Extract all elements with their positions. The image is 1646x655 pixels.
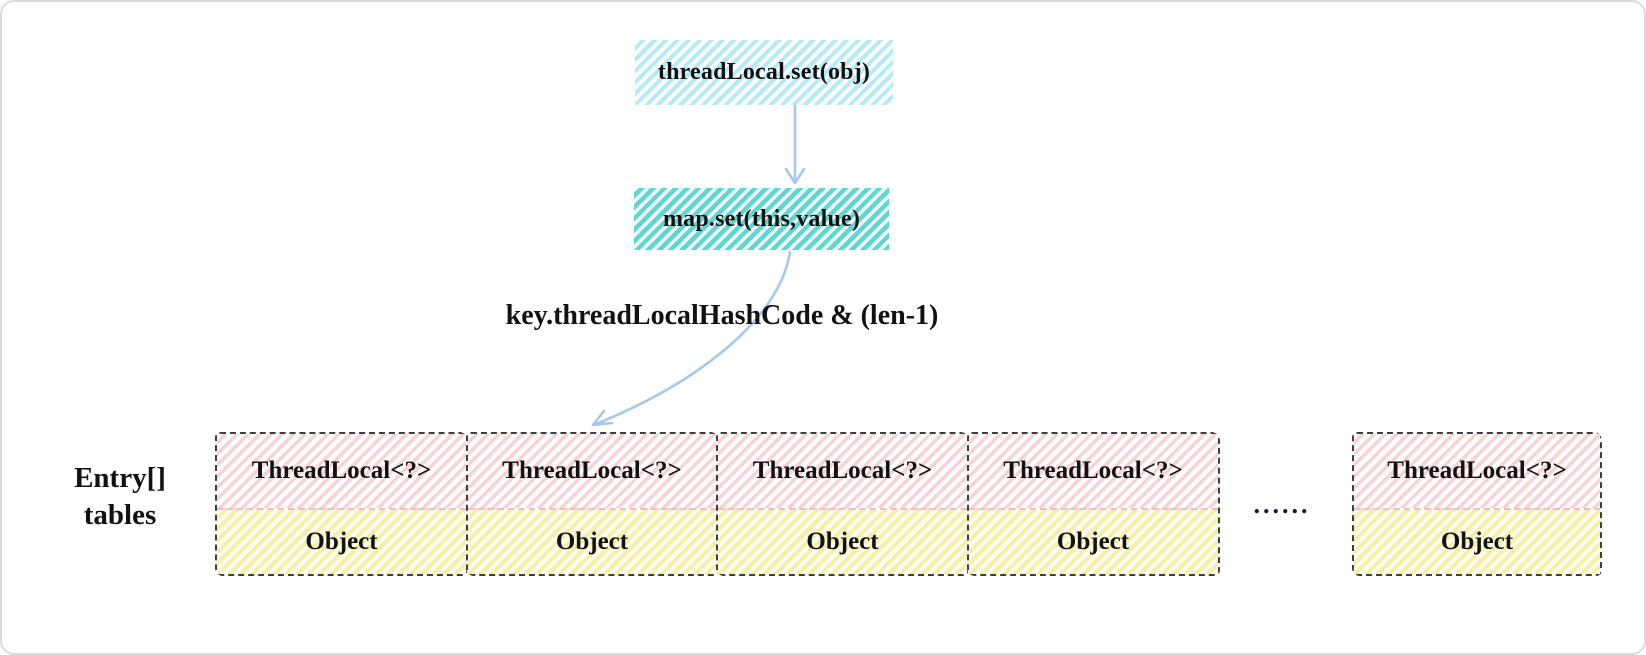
arrow-hash-to-slot: [591, 250, 792, 427]
object-value-label: Object: [718, 510, 967, 574]
entry-array-label-line1: Entry[]: [74, 462, 166, 494]
entry-cell: ThreadLocal<?> Object: [1352, 432, 1602, 576]
entry-cell: ThreadLocal<?> Object: [716, 432, 969, 576]
hash-formula-label: key.threadLocalHashCode & (len-1): [505, 300, 939, 331]
object-value-label: Object: [467, 510, 717, 574]
arrow-set-to-map: [784, 104, 806, 185]
entry-cell: ThreadLocal<?> Object: [215, 432, 468, 576]
object-value-label: Object: [217, 510, 466, 574]
entry-cell: ThreadLocal<?> Object: [966, 432, 1220, 576]
object-value-label: Object: [968, 510, 1218, 574]
entry-cell: ThreadLocal<?> Object: [465, 432, 719, 576]
threadlocal-ref-label: ThreadLocal<?>: [968, 434, 1218, 510]
threadlocal-ref-label: ThreadLocal<?>: [1354, 434, 1600, 510]
threadlocal-ref-label: ThreadLocal<?>: [467, 434, 717, 510]
ellipsis-label: ......: [1253, 490, 1311, 519]
map-set-label: map.set(this,value): [662, 205, 861, 232]
entry-array-label: Entry[] tables: [46, 460, 194, 534]
threadlocal-ref-label: ThreadLocal<?>: [718, 434, 967, 510]
map-set-box: map.set(this,value): [634, 188, 889, 250]
entry-array-label-line2: tables: [83, 499, 157, 531]
threadlocal-ref-label: ThreadLocal<?>: [217, 434, 466, 510]
threadlocal-set-label: threadLocal.set(obj): [657, 59, 871, 85]
entry-table: ThreadLocal<?> Object ThreadLocal<?> Obj…: [215, 432, 1220, 576]
object-value-label: Object: [1354, 510, 1600, 574]
threadlocal-set-box: threadLocal.set(obj): [635, 40, 893, 105]
